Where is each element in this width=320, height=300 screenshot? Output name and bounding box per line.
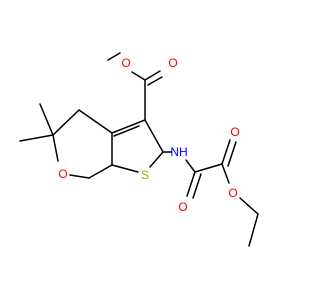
bond-c4-c5 xyxy=(52,109,80,136)
bond-o-c7 xyxy=(69,174,90,179)
bond-o-ch2 xyxy=(239,197,259,215)
molecule-structure-diagram: O O NH S O O O O xyxy=(0,0,300,300)
atom-n-amide: NH xyxy=(170,145,187,159)
bond-ester-c-o-double-1 xyxy=(221,139,231,165)
atom-o-oxalyl-carbonyl-a: O xyxy=(178,200,187,214)
canvas-background xyxy=(0,0,300,300)
atom-o-ethoxy: O xyxy=(228,186,237,200)
bond-c2-s xyxy=(149,151,164,168)
bond-c5-o xyxy=(52,134,59,162)
atom-o-ester-methoxy: O xyxy=(121,56,130,70)
bond-methyl-o xyxy=(107,52,121,61)
molecule-svg: O O NH S O O O O xyxy=(0,0,300,300)
atom-s-thiophene: S xyxy=(141,168,149,182)
bond-c3-c3a-inner xyxy=(113,125,140,137)
atom-o-pyran: O xyxy=(58,167,67,181)
bond-c3-c3a xyxy=(111,119,146,134)
bond-oxalyl-c-o-double-1 xyxy=(186,171,196,197)
bond-ester-c-o xyxy=(221,163,230,184)
bond-s-c7a xyxy=(111,164,139,173)
bond-c3-c2 xyxy=(144,119,164,153)
bond-c3a-c4 xyxy=(78,109,113,134)
bond-ester-c-o-double-2 xyxy=(227,141,237,167)
bond-c7-c7a xyxy=(88,164,113,179)
bond-methyl-b xyxy=(39,103,54,136)
atom-o-ester-carbonyl: O xyxy=(168,56,177,70)
bond-carbonyl-c-o-double-2 xyxy=(147,76,163,86)
bond-carbonyl-c-o-double-1 xyxy=(144,70,161,81)
atom-o-oxalyl-carbonyl-b: O xyxy=(230,125,239,139)
bond-o-carbonyl-c xyxy=(131,71,146,81)
bond-n-oxalyl-c xyxy=(185,159,196,173)
bond-oxalyl-c-c xyxy=(194,163,223,173)
bond-ch2-ch3 xyxy=(248,213,259,247)
bond-oxalyl-c-o-double-2 xyxy=(192,173,202,199)
bond-methyl-a xyxy=(19,134,54,142)
